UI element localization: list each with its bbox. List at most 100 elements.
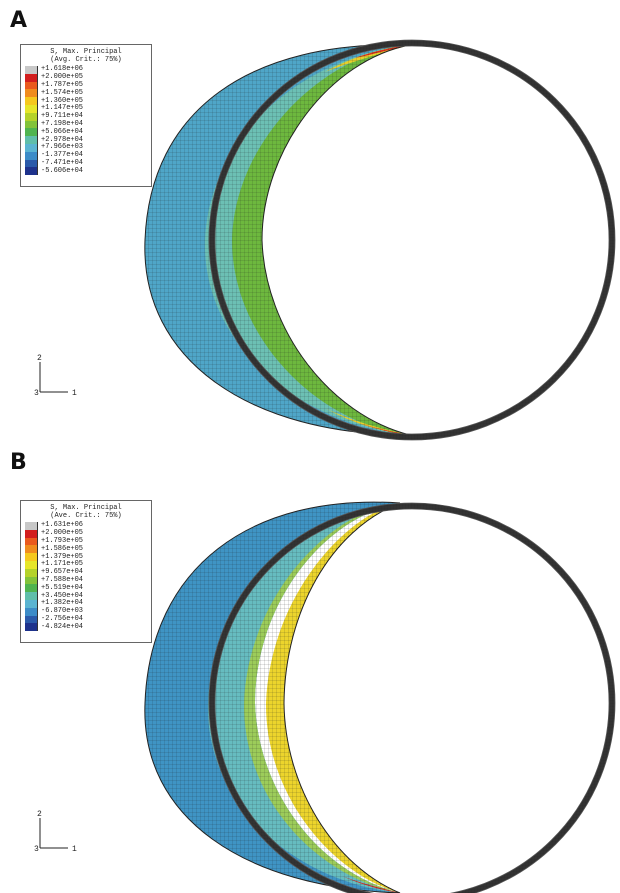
legend-swatch [25,607,38,616]
legend-swatch [25,159,38,168]
legend-value: -4.824e+04 [41,622,84,631]
legend-title-a: S, Max. Principal [50,48,122,56]
legend-subtitle-a: (Avg. Crit.: 75%) [50,56,122,64]
legend-rows-b: +1.631e+06+2.000e+05+1.793e+05+1.586e+05… [25,522,147,632]
legend-entry: -6.870e+03 [25,608,147,616]
legend-value: +1.586e+05 [41,544,84,553]
legend-value: +1.147e+05 [41,104,84,113]
legend-entry: +5.519e+04 [25,583,147,593]
legend-swatch [25,592,38,600]
legend-b: S, Max. Principal (Ave. Crit.: 75%) +1.6… [20,500,152,643]
legend-swatch [25,143,38,152]
legend-swatch [25,151,38,160]
legend-subtitle-b: (Ave. Crit.: 75%) [50,512,122,520]
legend-entry: +1.631e+06 [25,522,147,530]
legend-value: -6.870e+03 [41,607,84,616]
legend-value: +9.711e+04 [41,112,84,121]
legend-entry: +1.586e+05 [25,544,147,554]
legend-swatch [25,112,38,121]
legend-swatch [25,599,38,608]
legend-swatch [25,529,38,538]
legend-value: +1.793e+05 [41,536,84,545]
legend-swatch [25,560,38,569]
legend-value: +7.198e+04 [41,119,84,128]
axis-label-2: 2 [37,354,42,363]
legend-entry: +1.379e+05 [25,553,147,561]
legend-swatch [25,568,38,577]
legend-value: +2.978e+04 [41,135,84,144]
legend-entry: +7.588e+04 [25,575,147,585]
legend-entry: +2.000e+05 [25,530,147,538]
legend-value: +1.379e+05 [41,552,84,561]
legend-swatch [25,120,38,129]
legend-value: +1.382e+04 [41,599,84,608]
panel-label-b: B [10,450,27,475]
legend-entry: +9.711e+04 [25,113,147,121]
legend-value: +2.000e+05 [41,529,84,538]
legend-entry: -5.606e+04 [25,166,147,176]
legend-swatch [25,545,38,554]
legend-swatch [25,615,38,624]
legend-entry: +2.000e+05 [25,74,147,82]
legend-entry: +9.657e+04 [25,569,147,577]
legend-value: -7.471e+04 [41,158,84,167]
legend-entry: +7.966e+03 [25,144,147,152]
legend-value: +1.787e+05 [41,80,84,89]
legend-value: +2.000e+05 [41,73,84,82]
legend-entry: -4.824e+04 [25,622,147,632]
legend-swatch [25,522,38,530]
legend-swatch [25,584,38,593]
legend-value: +1.618e+06 [41,65,84,74]
legend-swatch [25,73,38,82]
panel-label-a: A [10,8,28,33]
legend-value: +3.450e+04 [41,591,84,600]
legend-value: +7.588e+04 [41,575,84,584]
legend-swatch [25,136,38,144]
legend-swatch [25,104,38,113]
legend-swatch [25,89,38,98]
legend-swatch [25,128,38,137]
legend-entry: +1.793e+05 [25,536,147,546]
legend-value: +1.631e+06 [41,521,84,530]
legend-value: +1.360e+05 [41,96,84,105]
axis-label-3: 3 [34,389,39,398]
legend-entry: +3.450e+04 [25,592,147,600]
legend-entry: +5.066e+04 [25,127,147,137]
legend-value: +7.966e+03 [41,143,84,152]
legend-entry: -1.377e+04 [25,152,147,160]
legend-entry: +2.978e+04 [25,136,147,144]
stress-contour-plot-a [144,39,616,441]
legend-value: -5.606e+04 [41,166,84,175]
axis-label-2: 2 [37,810,42,819]
legend-entry: +1.787e+05 [25,80,147,90]
legend-entry: +1.574e+05 [25,88,147,98]
legend-entry: +1.618e+06 [25,66,147,74]
legend-swatch [25,81,38,90]
legend-entry: -2.756e+04 [25,614,147,624]
legend-entry: +1.171e+05 [25,561,147,569]
legend-title-b: S, Max. Principal [50,504,122,512]
axis-triad-b: 2 1 3 [34,810,77,854]
stress-contour-plot-b [144,501,616,893]
legend-entry: +7.198e+04 [25,119,147,129]
legend-swatch [25,553,38,561]
legend-value: +1.171e+05 [41,560,84,569]
legend-entry: +1.147e+05 [25,105,147,113]
legend-swatch [25,576,38,585]
legend-entry: +1.360e+05 [25,97,147,105]
axis-label-1: 1 [72,845,77,854]
legend-value: +5.519e+04 [41,583,84,592]
legend-rows-a: +1.618e+06+2.000e+05+1.787e+05+1.574e+05… [25,66,147,176]
legend-value: -1.377e+04 [41,151,84,160]
legend-swatch [25,66,38,74]
legend-value: +1.574e+05 [41,88,84,97]
axis-label-1: 1 [72,389,77,398]
legend-swatch [25,167,38,176]
legend-entry: -7.471e+04 [25,158,147,168]
legend-value: +5.066e+04 [41,127,84,136]
legend-entry: +1.382e+04 [25,600,147,608]
axis-triad-a: 2 1 3 [34,354,77,398]
legend-value: -2.756e+04 [41,614,84,623]
axis-label-3: 3 [34,845,39,854]
legend-a: S, Max. Principal (Avg. Crit.: 75%) +1.6… [20,44,152,187]
